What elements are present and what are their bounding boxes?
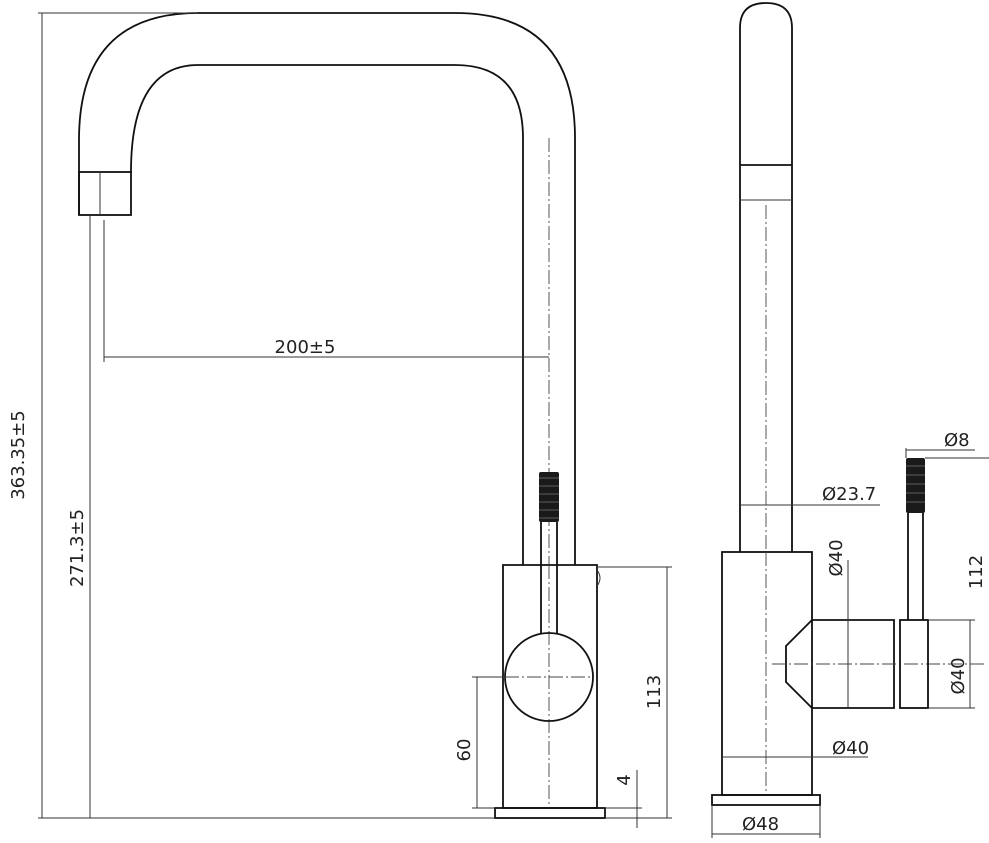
- dim-spout-height-label: 271.3±5: [67, 509, 88, 587]
- side-view: Ø23.7 Ø40 Ø40 Ø48 Ø40 Ø8 112: [711, 2, 989, 838]
- dim-side-body-top-label: Ø40: [826, 539, 847, 576]
- dim-plate-label: 4: [614, 774, 635, 785]
- dim-side-hub-label: Ø40: [948, 657, 969, 694]
- dim-body-height-label: 113: [644, 675, 665, 709]
- dim-side-tube-label: Ø23.7: [822, 484, 876, 505]
- spout-nozzle: [78, 171, 132, 216]
- dim-reach-label: 200±5: [275, 337, 336, 358]
- lever-knurl-pattern: [539, 477, 559, 519]
- dim-axis-height-label: 60: [454, 739, 475, 762]
- lever-knurl-grip: [539, 472, 559, 522]
- side-lever-knurl-pattern: [906, 465, 925, 503]
- spout-outer-contour: [78, 12, 576, 565]
- faucet-body: [502, 564, 598, 809]
- side-lever-stem: [907, 513, 924, 620]
- dim-side-lever-label: Ø8: [944, 430, 970, 451]
- spout-inner-contour: [130, 64, 524, 565]
- side-handle-hub: [785, 619, 895, 709]
- base-plate: [494, 807, 606, 819]
- side-base: [711, 794, 821, 806]
- body-side-knob: [596, 569, 601, 587]
- dim-side-base-label: Ø48: [742, 814, 779, 835]
- side-handle-cap: [899, 619, 929, 709]
- side-lever-knurl: [906, 458, 925, 513]
- side-body: [721, 551, 813, 796]
- lever-stem: [540, 522, 558, 634]
- dim-total-height-label: 363.35±5: [8, 410, 29, 500]
- dim-side-body-lower-label: Ø40: [832, 738, 869, 759]
- front-view: 363.35±5 271.3±5 200±5 113 60 4: [8, 12, 672, 828]
- side-spout-tube: [739, 2, 793, 552]
- dim-side-lever-length-label: 112: [966, 555, 987, 589]
